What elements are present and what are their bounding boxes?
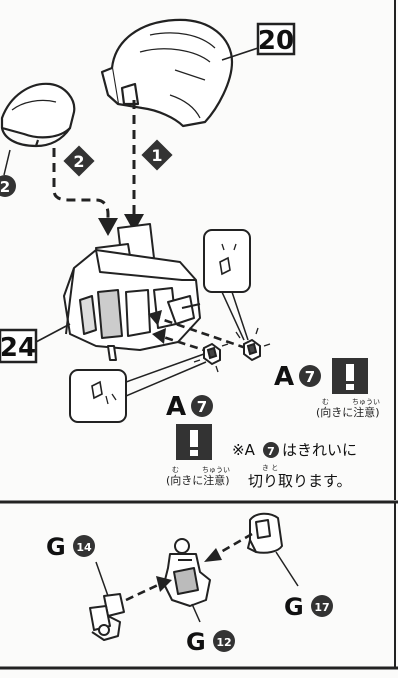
orientation-note-left-ruby: む — [172, 466, 179, 474]
insert-arrow-g14 — [125, 582, 161, 602]
part-24-body — [63, 223, 201, 361]
part-g14-badge — [73, 535, 95, 557]
part-g14-number: 14 — [76, 541, 92, 554]
remark-clean-cut: ※A 7 はきれいに き と 切り取ります。 — [232, 441, 357, 490]
part-g12 — [163, 538, 211, 607]
remark-badge — [263, 442, 279, 458]
insert-arrow-g17-head — [204, 548, 222, 562]
arrow-1-head — [124, 214, 144, 232]
insert-arrow-g17 — [213, 532, 253, 558]
part-24-label: 24 — [0, 333, 36, 363]
orientation-note-left-ruby2: ちゅうい — [202, 466, 230, 474]
part-2-leader — [3, 149, 11, 176]
part-g14-leader — [95, 561, 109, 597]
part-2-badge — [0, 175, 16, 197]
part-g17-number: 17 — [314, 601, 329, 614]
insert-arrow-head-upper — [148, 310, 162, 326]
part-a7-right-letter: A — [274, 362, 294, 392]
orientation-note-right-ruby2: ちゅうい — [352, 398, 380, 406]
insert-arrow-head-lower — [152, 328, 166, 344]
arrow-1-number: 1 — [151, 146, 162, 165]
remark-line1-suffix: はきれいに — [282, 441, 357, 459]
orientation-note-left: (向きに注意) — [166, 473, 230, 487]
part-g14 — [89, 593, 125, 641]
remark-line2: 切り取ります。 — [248, 472, 352, 490]
part-2-badge-number: 2 — [0, 178, 10, 196]
part-g14-letter: G — [46, 533, 66, 561]
part-g17 — [247, 512, 283, 554]
part-20-label: 20 — [258, 26, 294, 56]
part-a7-right-badge — [299, 365, 321, 387]
orientation-note-right: (向きに注意) — [316, 405, 380, 419]
insert-arrow-g14-head — [156, 576, 172, 592]
part-g17-badge — [311, 595, 333, 617]
part-a7-left-badge — [191, 395, 213, 417]
arrow-2-head — [98, 218, 118, 236]
arrow-1-badge: 1 — [141, 139, 173, 171]
part-20-box — [256, 22, 296, 56]
part-g12-letter: G — [186, 628, 206, 656]
part-a7-right — [243, 338, 261, 362]
remark-badge-number: 7 — [267, 445, 275, 458]
warning-icon-right — [332, 358, 368, 394]
label-a7-left: A 7 — [166, 392, 213, 422]
detail-callout-top — [203, 229, 251, 341]
detail-callout-left — [69, 353, 207, 423]
part-a7-left — [203, 342, 221, 366]
part-a7-left-letter: A — [166, 392, 186, 422]
part-g17-leader — [275, 551, 299, 587]
part-a7-left-number: 7 — [197, 398, 207, 416]
remark-line1-prefix: ※A — [232, 441, 256, 459]
part-g12-badge — [213, 630, 235, 652]
part-20-leader — [221, 47, 259, 61]
part-20-shell — [100, 18, 234, 128]
arrow-2-path — [52, 148, 110, 222]
part-24-leader — [35, 323, 71, 343]
part-g12-leader — [191, 603, 201, 623]
part-a7-right-number: 7 — [305, 368, 315, 386]
part-g12-number: 12 — [216, 636, 231, 649]
label-a7-right: A 7 — [274, 362, 321, 392]
remark-line2-ruby: き と — [262, 464, 278, 472]
arrow-2-badge: 2 — [63, 145, 95, 177]
part-24-box — [0, 328, 38, 364]
insert-arrows — [157, 316, 247, 354]
sparkle-marks — [193, 327, 271, 373]
part-g17-letter: G — [284, 593, 304, 621]
arrow-2-number: 2 — [73, 152, 84, 171]
part-2-shell — [0, 82, 76, 148]
warning-icon-left — [176, 424, 212, 460]
orientation-note-right-ruby: む — [322, 398, 329, 406]
